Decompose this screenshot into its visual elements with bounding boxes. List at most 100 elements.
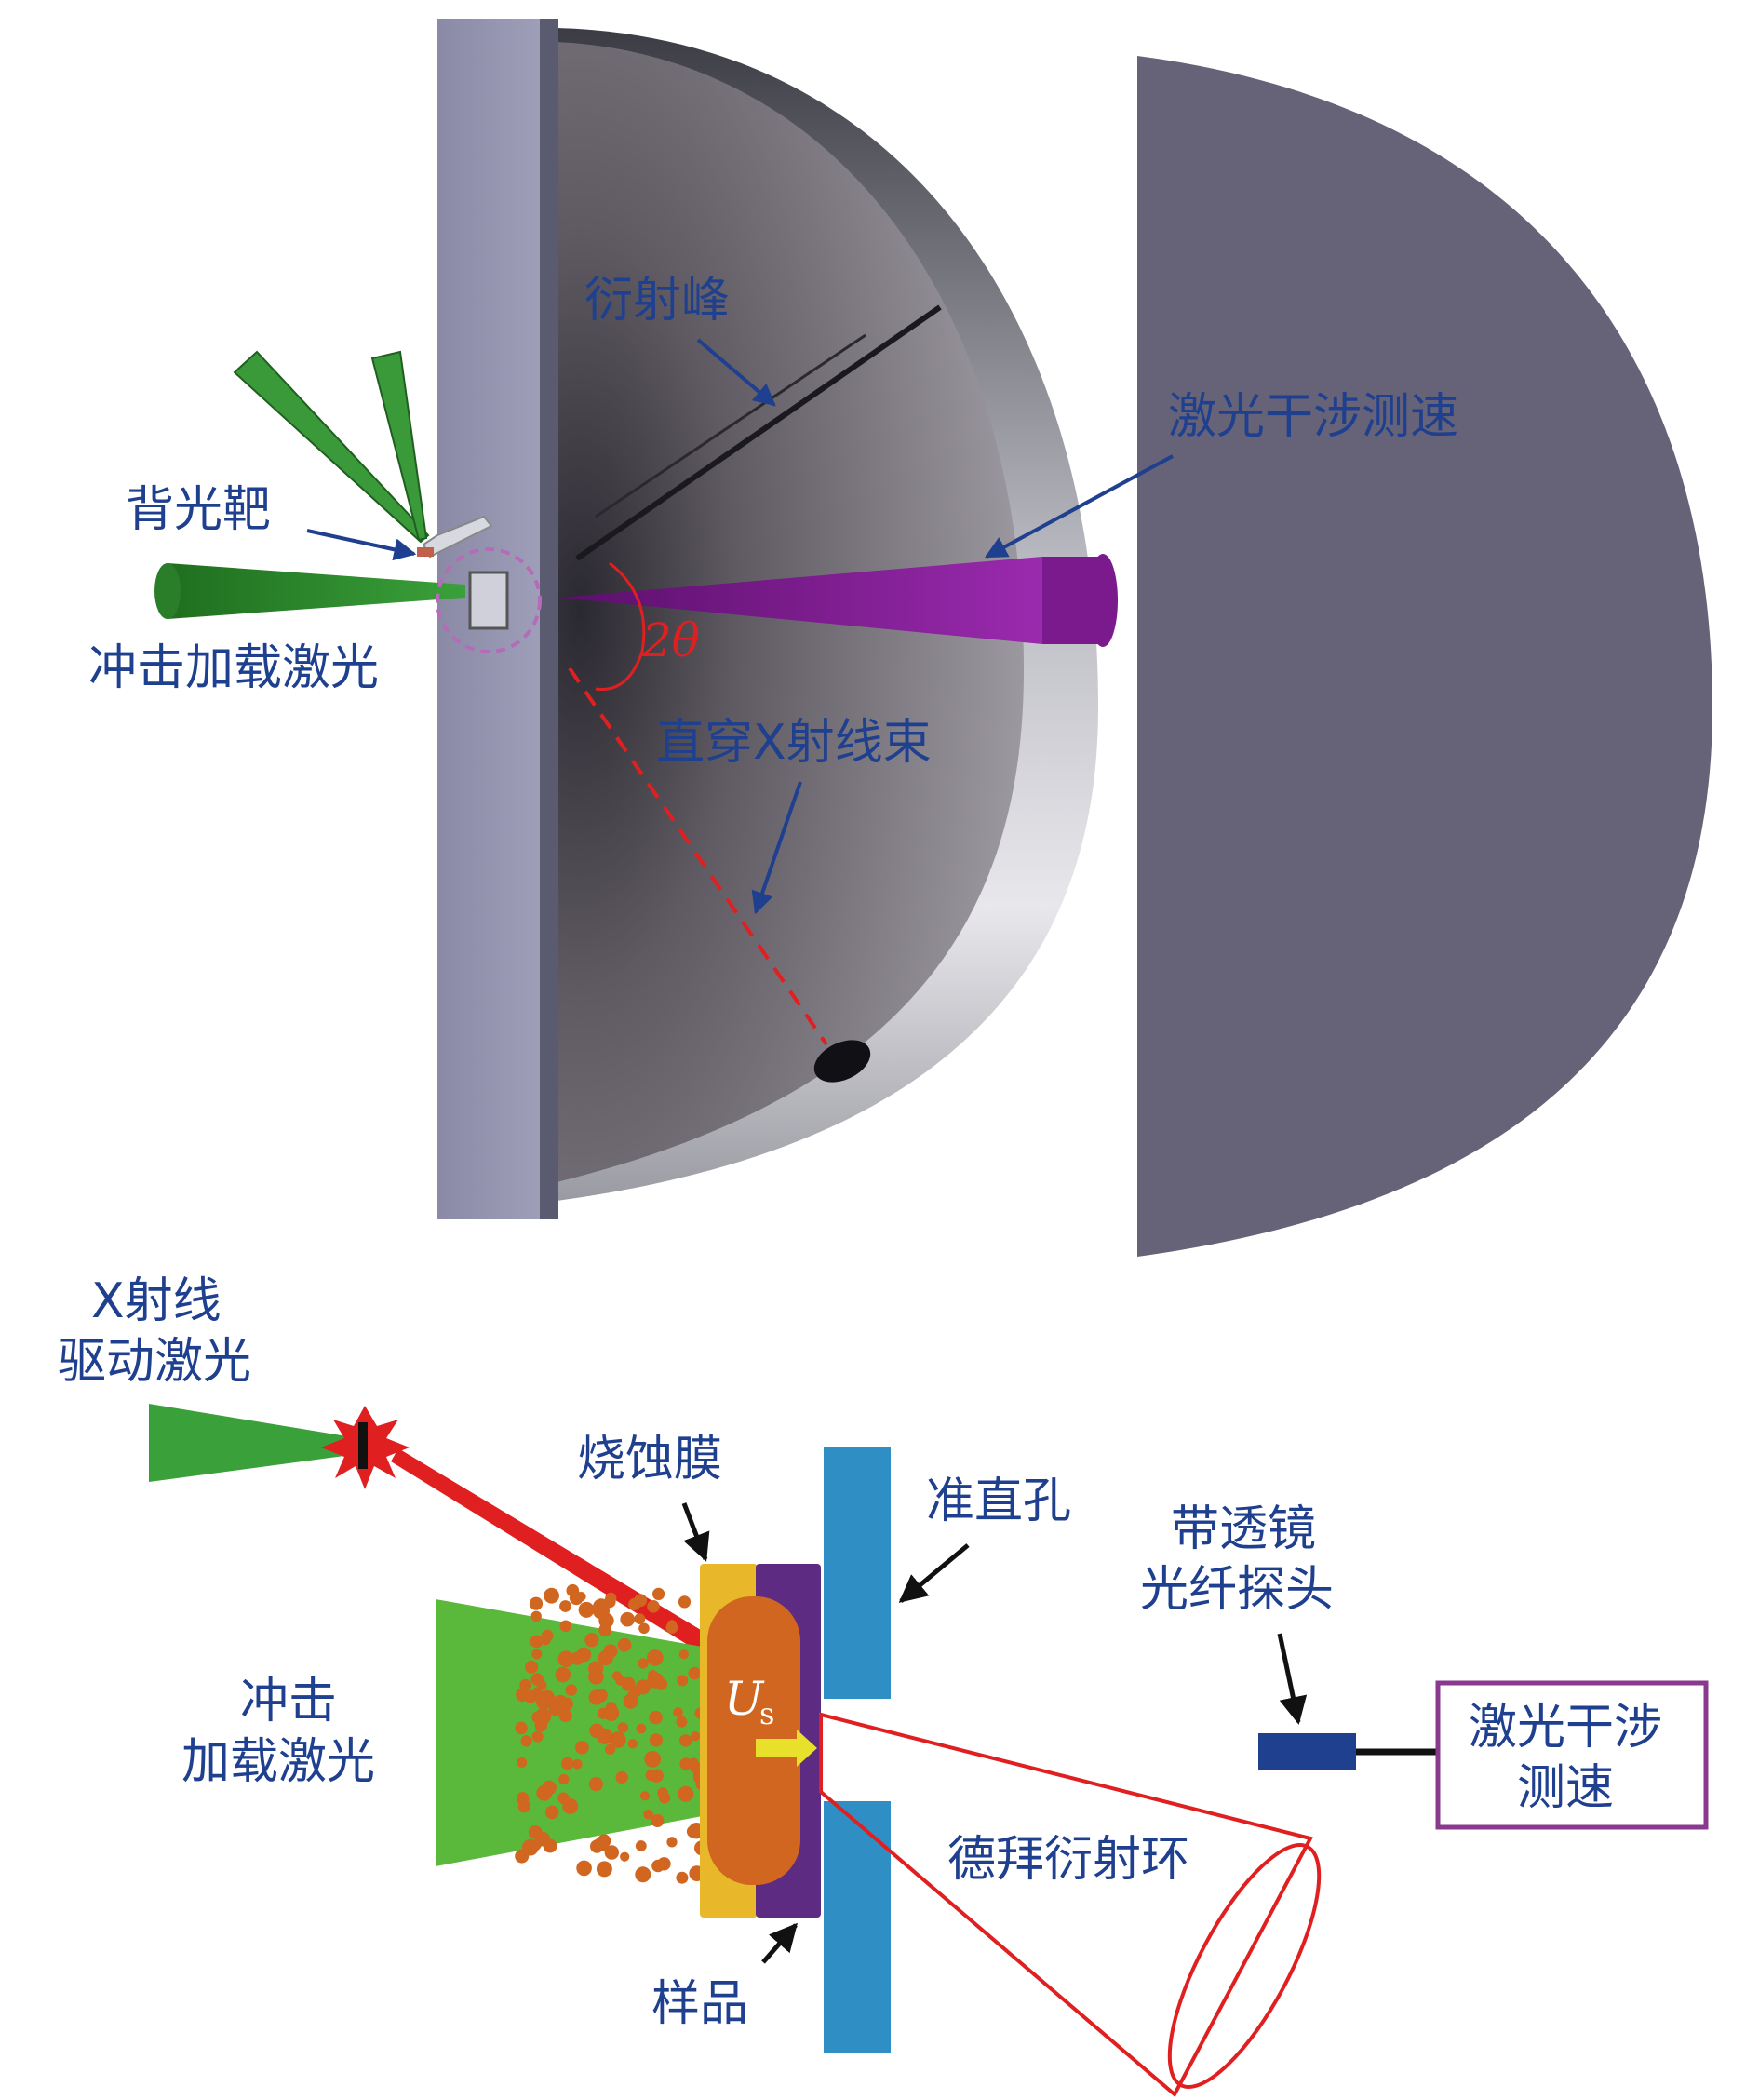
visar-beam [558,557,1042,644]
drive-laser-beam-1 [233,350,430,544]
plasma-particle [544,1805,559,1820]
sample-highlight-circle [436,547,542,653]
plasma-particle [673,1707,683,1717]
plasma-particle [620,1851,630,1862]
plasma-particle [598,1623,612,1636]
plasma-particle [638,1622,650,1635]
label-backlight-target: 背光靶 [126,482,271,538]
plasma-particle [636,1679,651,1695]
arrow-ablator [681,1502,710,1562]
plasma-particle [647,1600,660,1613]
plasma-particle [645,1769,657,1782]
visar-box [1435,1680,1709,1830]
plasma-particle [677,1675,689,1687]
plasma-particle [604,1845,619,1860]
plasma-particle [575,1741,589,1755]
shock-velocity-subscript: s [759,1696,774,1731]
label-xray-drive-line1: X射线 [91,1273,222,1329]
arrow-collimator [898,1543,970,1603]
arrow-probe [1277,1633,1308,1725]
label-xray-drive-line2: 驱动激光 [58,1334,251,1390]
plasma-particle [679,1734,692,1747]
plasma-particle [678,1785,694,1802]
plasma-particle [596,1861,612,1878]
top-diagram: 2θ 衍射峰 激光干涉测速 背光靶 冲击加载激光 直穿X射线束 [88,19,1712,1257]
label-shock-line1: 冲击 [240,1674,337,1730]
plasma-particle [559,1600,571,1612]
plasma-particle [617,1722,628,1733]
label-diffraction-peak: 衍射峰 [584,273,730,329]
plasma-particle [691,1731,701,1742]
plasma-particle [538,1689,556,1707]
plasma-particle [638,1658,649,1669]
plasma-particle [611,1671,623,1681]
diffraction-peak-line-2 [595,333,866,518]
plasma-particle [515,1721,528,1735]
label-shock-line2: 加载激光 [181,1734,375,1790]
label-debye-ring: 德拜衍射环 [947,1832,1189,1888]
collimator-upper [824,1447,891,1699]
plasma-particle [541,1629,554,1642]
plasma-particle [651,1814,665,1827]
shocked-region [707,1596,800,1885]
plasma-particle [531,1730,544,1743]
plasma-particle [520,1735,532,1747]
plasma-particle [651,1859,665,1873]
plasma-particle [593,1598,610,1616]
plasma-particle [628,1597,641,1611]
xray-target [358,1422,368,1469]
sample-window [468,571,509,630]
shock-velocity-label: U [724,1672,765,1726]
plasma-particle [627,1739,638,1749]
plasma-particle [517,1757,528,1768]
plasma-particle [620,1611,635,1627]
collimator-lower [824,1801,891,2053]
plasma-particle [578,1601,595,1618]
plasma-particle [644,1750,662,1768]
plasma-particle [598,1650,613,1666]
plate-edge [540,19,558,1219]
plasma-particle [635,1840,647,1851]
label-sample: 样品 [651,1976,748,2032]
plasma-particle [588,1777,604,1792]
plasma-particle [566,1583,580,1597]
ablation-plasma [515,1583,709,1884]
plasma-particle [621,1676,636,1691]
bottom-diagram: U s 激光干涉 测速 X射线 驱动激光 烧蚀膜 准直孔 带透镜 光纤探头 冲击… [58,1273,1709,2098]
plasma-particle [515,1849,530,1864]
plasma-particle [517,1799,530,1813]
arrow-visar-top [984,454,1174,559]
plasma-particle [666,1837,678,1848]
label-shock-laser-top: 冲击加载激光 [88,640,379,696]
plasma-particle [536,1679,547,1690]
shock-laser-beam [168,563,465,619]
plasma-particle [584,1633,599,1648]
plasma-particle [688,1757,699,1769]
label-collimator: 准直孔 [926,1474,1071,1529]
two-theta-arc [595,561,646,691]
visar-beam-back [1042,557,1103,644]
plasma-particle [557,1792,570,1804]
debye-cone [819,1712,1313,2098]
visar-box-line1: 激光干涉 [1469,1700,1662,1756]
detector-plate-right [1137,56,1712,1257]
debye-ring [1167,1843,1322,2089]
plasma-particle [605,1743,616,1755]
label-ablator: 烧蚀膜 [577,1432,722,1488]
plasma-particle [649,1733,664,1747]
shock-velocity-arrow [756,1730,817,1767]
plasma-particle [610,1731,626,1748]
plasma-particle [599,1834,611,1845]
arrow-backlight-target [306,529,417,561]
plasma-particle [557,1670,570,1683]
plasma-particle [617,1638,632,1652]
plasma-particle [688,1666,702,1680]
plasma-particle [559,1620,572,1633]
plasma-particle [531,1711,544,1724]
label-direct-xray: 直穿X射线束 [656,715,932,771]
label-probe-line1: 带透镜 [1171,1501,1316,1557]
plasma-particle [676,1716,688,1728]
plasma-particle [525,1660,539,1674]
plasma-particle [543,1838,557,1853]
